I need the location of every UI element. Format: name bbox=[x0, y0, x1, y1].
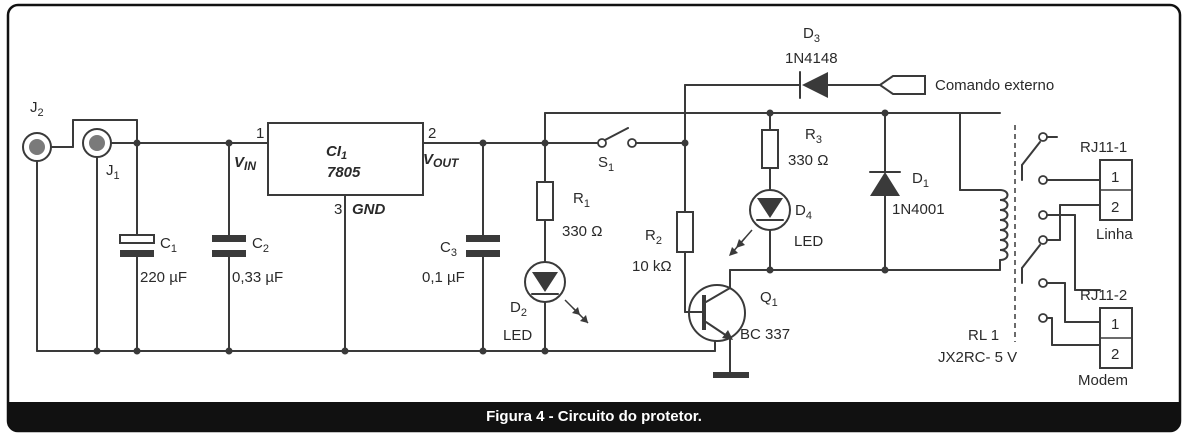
q1-label: Q1 bbox=[760, 289, 778, 309]
q1-transistor bbox=[688, 269, 1001, 378]
figure-caption: Figura 4 - Circuito do protetor. bbox=[486, 408, 702, 425]
d1-label: D1 bbox=[912, 170, 929, 190]
c2-value: 0,33 µF bbox=[232, 269, 283, 286]
r3-label: R3 bbox=[805, 126, 822, 146]
j2-jack bbox=[22, 119, 138, 352]
r1-label: R1 bbox=[573, 190, 590, 210]
c3-capacitor bbox=[466, 142, 500, 355]
rj11-2-pin1: 1 bbox=[1111, 316, 1119, 333]
figure-frame bbox=[6, 3, 1182, 433]
r3-value: 330 Ω bbox=[788, 152, 828, 169]
external-command-label: Comando externo bbox=[935, 77, 1054, 94]
r2-resistor bbox=[676, 142, 703, 313]
rj11-1-label: RJ11-1 bbox=[1080, 139, 1127, 156]
c1-value: 220 µF bbox=[140, 269, 187, 286]
d3-diode bbox=[684, 71, 881, 144]
pin2-label: 2 bbox=[428, 125, 436, 142]
d3-model: 1N4148 bbox=[785, 50, 838, 67]
ci1-model: 7805 bbox=[327, 164, 361, 181]
d4-label: D4 bbox=[795, 202, 812, 222]
j1-jack bbox=[82, 128, 112, 355]
c1-capacitor bbox=[119, 142, 155, 355]
d2-led bbox=[524, 261, 589, 355]
rl1-relay bbox=[959, 112, 1101, 346]
external-command-terminal bbox=[878, 75, 926, 95]
ci1-regulator bbox=[267, 122, 424, 355]
pin1-label: 1 bbox=[256, 125, 264, 142]
j1-label: J1 bbox=[106, 162, 120, 182]
gnd-label: GND bbox=[352, 201, 386, 218]
r1-value: 330 Ω bbox=[562, 223, 602, 240]
r2-label: R2 bbox=[645, 227, 662, 247]
d4-type: LED bbox=[794, 233, 823, 250]
pin3-label: 3 bbox=[334, 201, 342, 218]
d1-model: 1N4001 bbox=[892, 201, 945, 218]
rj11-1-pin2: 2 bbox=[1111, 199, 1119, 216]
d3-label: D3 bbox=[803, 25, 820, 45]
d2-label: D2 bbox=[510, 299, 527, 319]
r2-value: 10 kΩ bbox=[632, 258, 672, 275]
c1-label: C1 bbox=[160, 235, 177, 255]
d4-led bbox=[729, 189, 791, 274]
linha-label: Linha bbox=[1096, 226, 1133, 243]
ci1-label: CI1 bbox=[326, 143, 347, 162]
d1-diode bbox=[869, 109, 901, 274]
modem-label: Modem bbox=[1078, 372, 1128, 389]
vout-label: VOUT bbox=[423, 151, 460, 170]
rj11-2-label: RJ11-2 bbox=[1080, 287, 1127, 304]
rl1-label: RL 1 bbox=[968, 327, 999, 344]
ground-symbol bbox=[713, 372, 749, 378]
c3-label: C3 bbox=[440, 239, 457, 259]
rj11-2-connector bbox=[1099, 307, 1133, 369]
r3-resistor bbox=[761, 109, 779, 191]
rj11-1-pin1: 1 bbox=[1111, 169, 1119, 186]
rl1-model: JX2RC- 5 V bbox=[938, 349, 1017, 366]
rj11-1-connector bbox=[1099, 159, 1133, 221]
vin-label: VIN bbox=[234, 154, 256, 173]
r1-resistor bbox=[536, 142, 554, 263]
c2-capacitor bbox=[212, 142, 246, 355]
c3-value: 0,1 µF bbox=[422, 269, 465, 286]
caption-bar: Figura 4 - Circuito do protetor. bbox=[8, 402, 1180, 431]
c2-label: C2 bbox=[252, 235, 269, 255]
j2-label: J2 bbox=[30, 99, 44, 119]
rj11-2-pin2: 2 bbox=[1111, 346, 1119, 363]
q1-model: BC 337 bbox=[740, 326, 790, 343]
s1-label: S1 bbox=[598, 154, 614, 174]
d2-type: LED bbox=[503, 327, 532, 344]
